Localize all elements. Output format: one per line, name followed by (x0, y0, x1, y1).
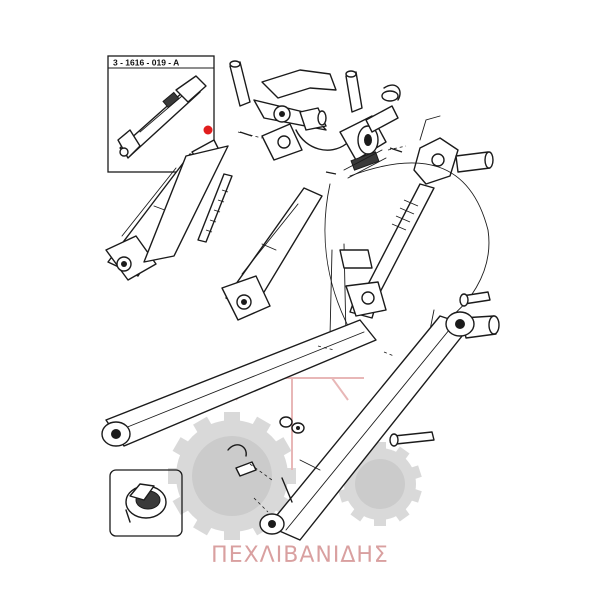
lift-rod-upper (261, 105, 399, 179)
lift-arm-centre (221, 187, 323, 321)
spring-clip (295, 129, 347, 151)
rocker-shaft (253, 69, 337, 131)
lower-link-left (101, 319, 377, 447)
lift-arm-sleeve (143, 145, 229, 263)
pin-top-left (229, 60, 251, 107)
circlip (383, 84, 401, 101)
gear-icon (168, 412, 296, 540)
pin-top-right (345, 70, 363, 113)
callout-ticks (239, 131, 403, 175)
lower-link-right (259, 311, 475, 541)
inset-code: 3 - 1616 - 019 - A (113, 58, 179, 68)
inset-box: 3 - 1616 - 019 - A (107, 55, 215, 173)
bolt-right (459, 291, 491, 307)
leveling-box (413, 137, 494, 185)
bushing-inset (109, 469, 183, 537)
watermark-brand-text: ΠΕΧΛΙΒΑΝΙΔΗΣ (211, 543, 389, 568)
washer (381, 90, 399, 102)
nut (279, 416, 305, 434)
bolt-right-lower (389, 431, 435, 447)
linch-pin (227, 444, 293, 503)
inset-lift-rod (117, 75, 207, 159)
watermark-logo (168, 377, 422, 540)
threaded-rod-left (197, 173, 233, 243)
bushing-icon (125, 483, 167, 523)
part-marker (203, 125, 213, 135)
